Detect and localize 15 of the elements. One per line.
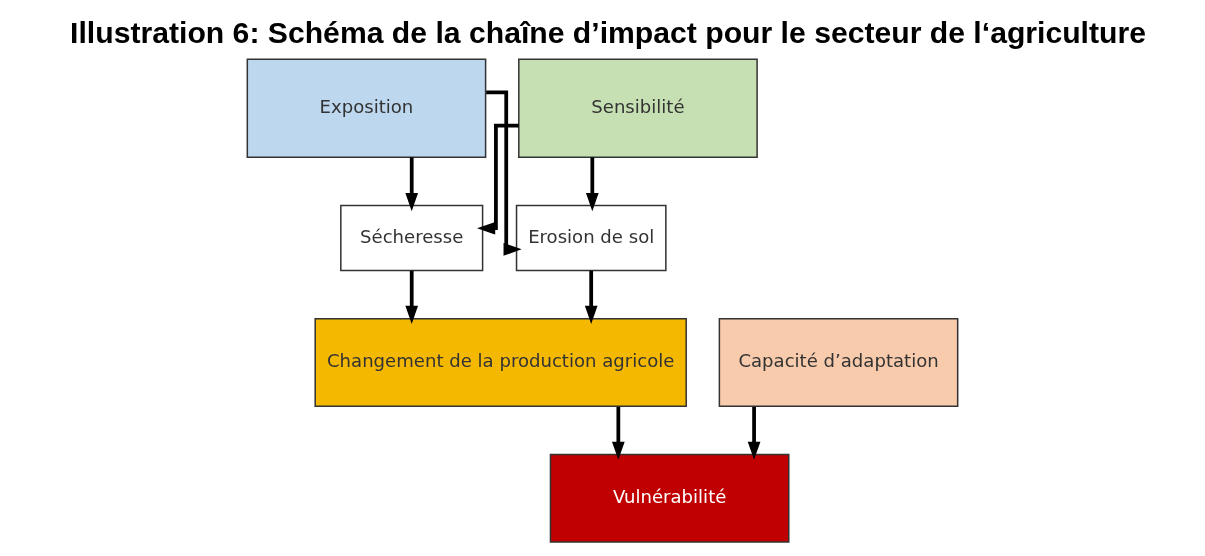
node-box: Sécheresse bbox=[340, 204, 484, 272]
node-box: Exposition bbox=[246, 58, 487, 159]
arrow bbox=[747, 406, 761, 460]
node-box: Sensibilité bbox=[518, 58, 758, 159]
arrow bbox=[405, 270, 419, 324]
arrow bbox=[405, 157, 419, 212]
arrow bbox=[584, 270, 598, 324]
diagram-title: Illustration 6: Schéma de la chaîne d’impact pour le secteur de l‘agriculture bbox=[70, 15, 1146, 49]
arrow bbox=[612, 406, 625, 460]
node-box: Vulnérabilité bbox=[549, 453, 790, 543]
node-box: Erosion de sol bbox=[515, 204, 667, 272]
arrow bbox=[477, 123, 519, 235]
arrow bbox=[585, 157, 599, 212]
node-box: Changement de la production agricole bbox=[314, 317, 687, 407]
node-box: Capacité d’adaptation bbox=[718, 317, 959, 407]
